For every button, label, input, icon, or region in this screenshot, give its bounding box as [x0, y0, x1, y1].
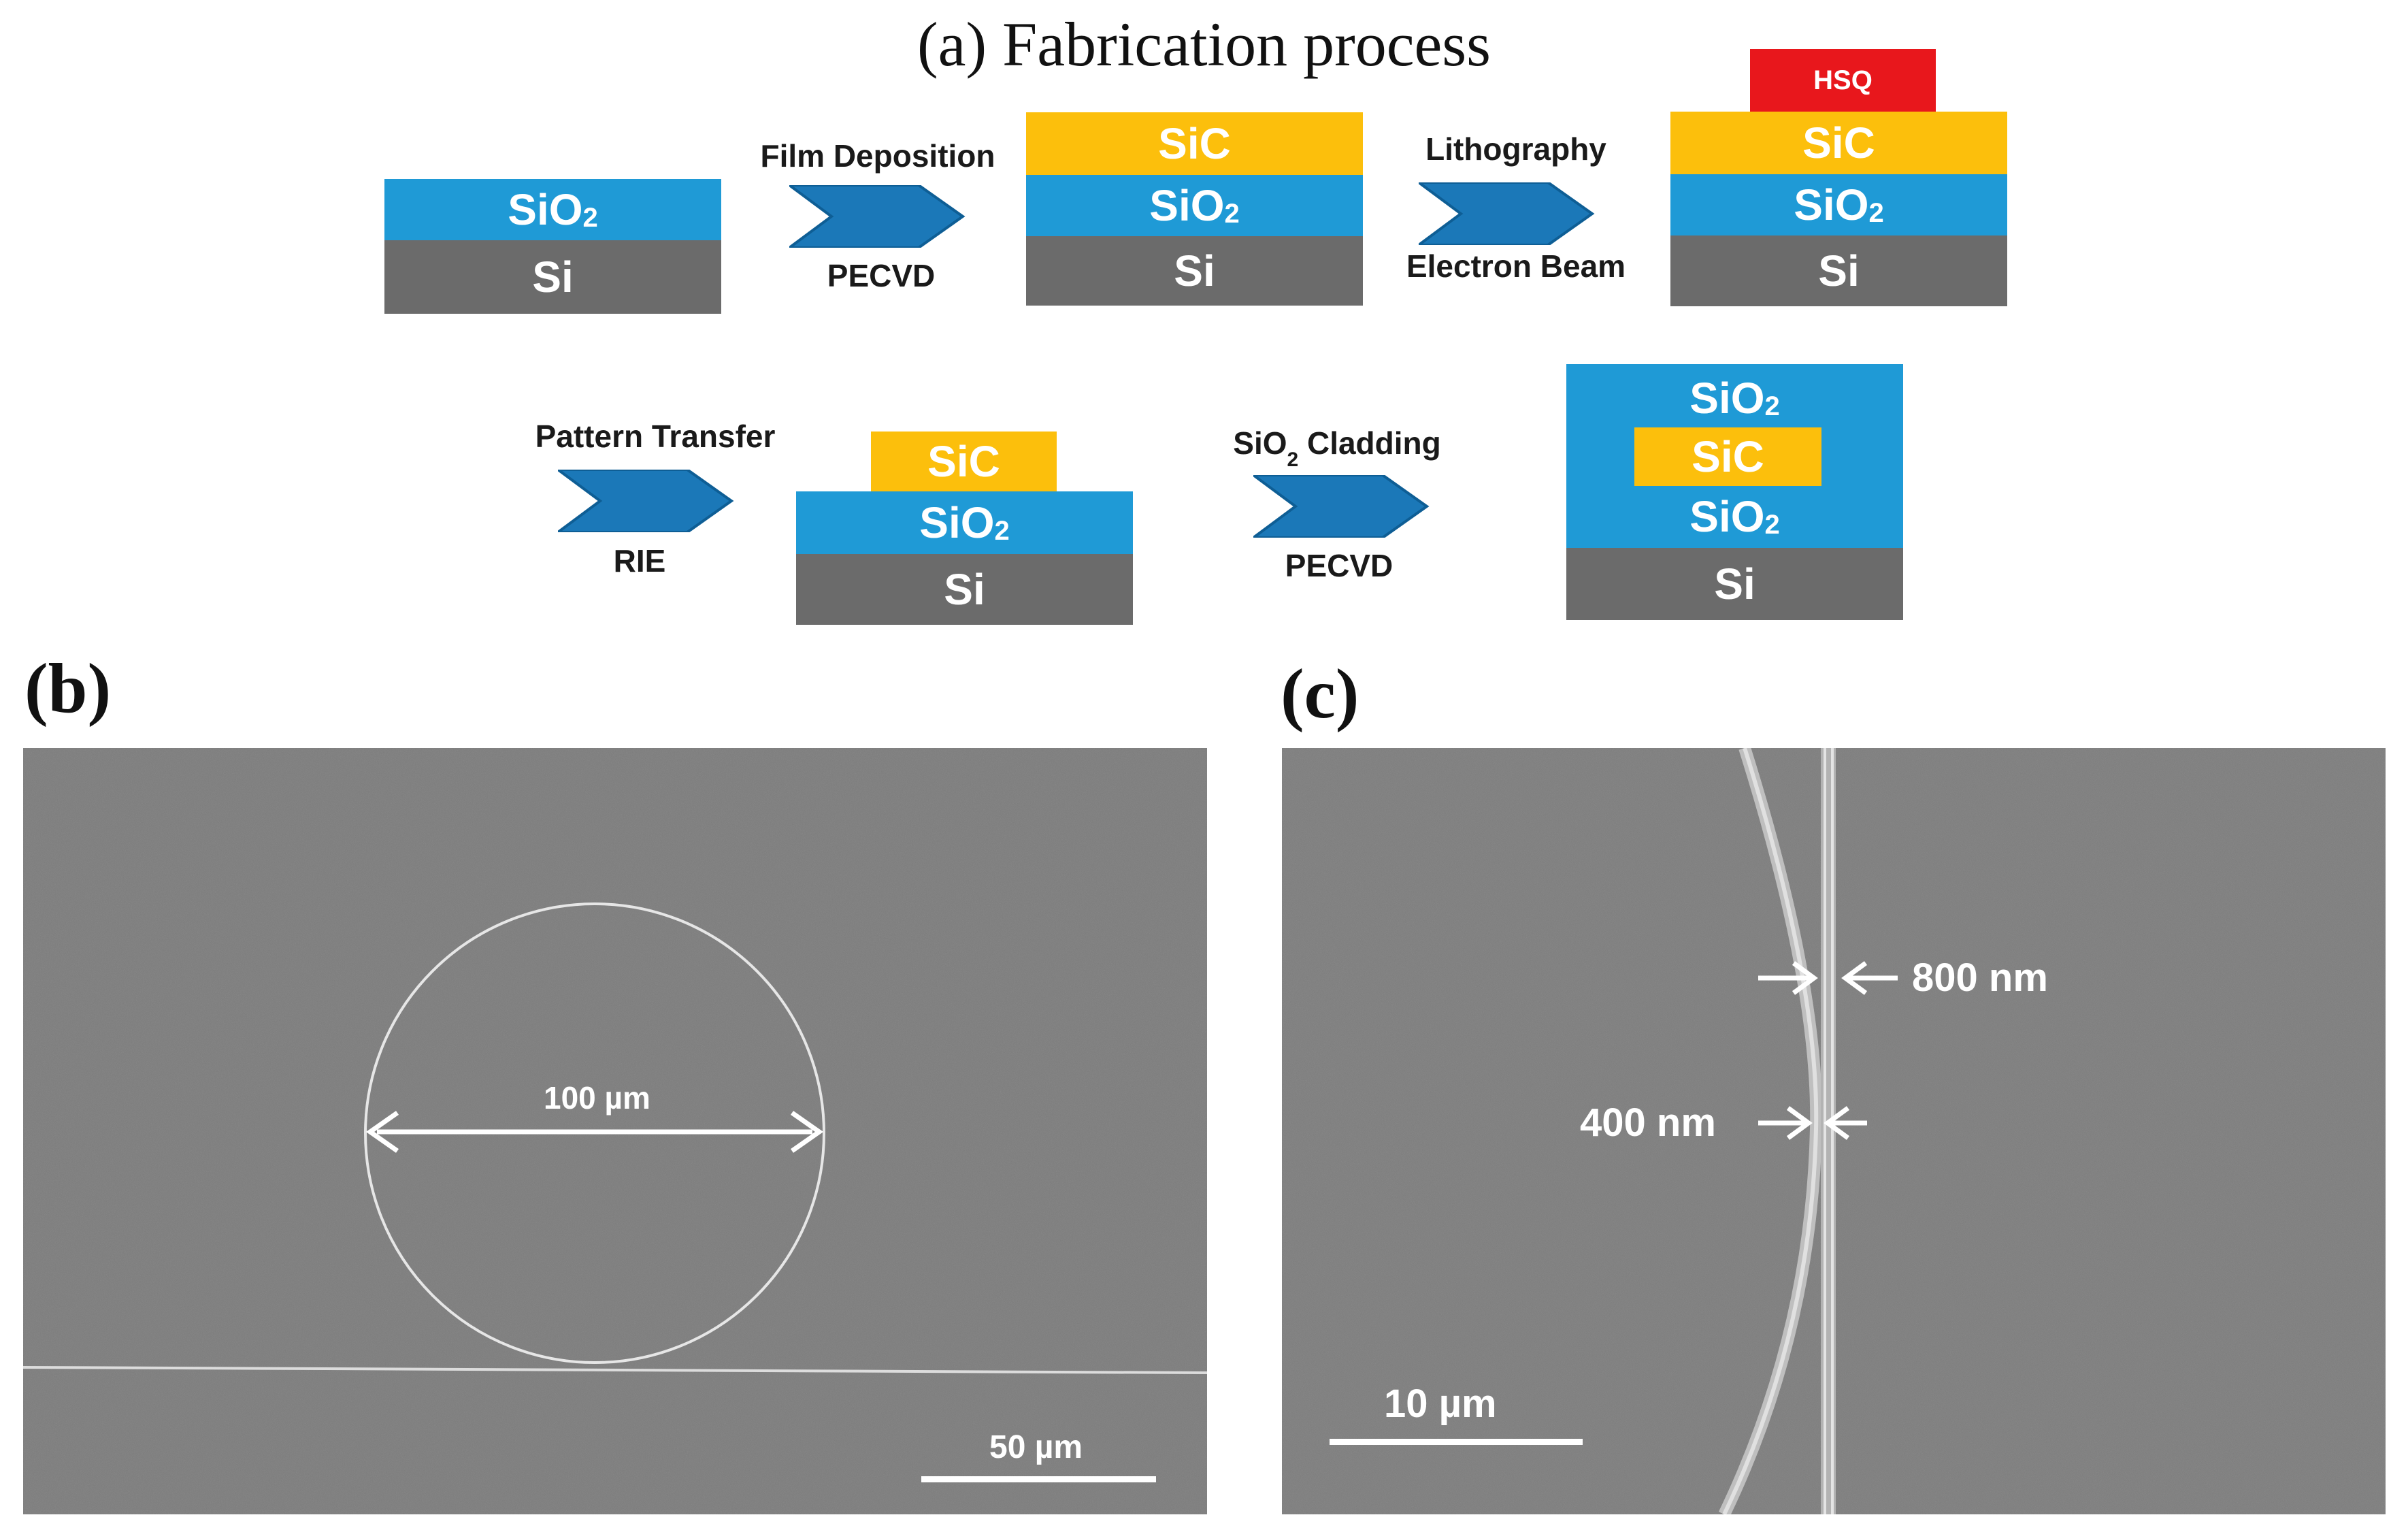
- layer-label: SiO: [1794, 180, 1869, 229]
- layer-si: Si: [796, 554, 1133, 625]
- process-arrow-icon: [789, 185, 966, 248]
- diameter-label: 100 µm: [544, 1080, 650, 1116]
- layer-si: Si: [1670, 235, 2007, 306]
- bus-waveguide-edge: [1824, 748, 1826, 1514]
- layer-label: SiC: [1802, 118, 1875, 167]
- layer-label: SiC: [927, 437, 1000, 486]
- layer-label: SiO: [1689, 492, 1765, 541]
- layer-label: Si: [1818, 246, 1860, 295]
- step-label-part: Cladding: [1298, 425, 1441, 461]
- layer-label: HSQ: [1813, 65, 1873, 95]
- bus-waveguide: [23, 1366, 1207, 1374]
- step-label-part: SiO: [1233, 425, 1287, 461]
- process-arrow-icon: [1419, 182, 1595, 245]
- layer-sic: SiC: [1026, 112, 1363, 175]
- gap-label: 800 nm: [1912, 956, 2048, 1000]
- panel-b-letter: (b): [24, 649, 112, 728]
- layer-label: Si: [1174, 246, 1215, 295]
- layer-label: Si: [944, 565, 985, 614]
- layer-sic: SiC: [1670, 112, 2007, 174]
- layer-si: Si: [1566, 548, 1903, 620]
- layer-subscript: 2: [1868, 197, 1884, 228]
- layer-subscript: 2: [1764, 509, 1780, 540]
- gap-arrows-icon: [1758, 961, 1898, 995]
- step-label-lithography: Lithography: [1425, 131, 1606, 167]
- layer-label: Si: [532, 253, 574, 302]
- layer-hsq: HSQ: [1750, 49, 1936, 112]
- layer-label: SiC: [1692, 432, 1764, 481]
- layer-label: SiC: [1158, 119, 1231, 168]
- diameter-arrow-icon: [365, 1111, 824, 1153]
- width-arrows-icon: [1758, 1106, 1867, 1140]
- process-arrow-icon: [1253, 475, 1430, 538]
- sem-image-ring-resonator: 100 µm 50 µm: [23, 748, 1207, 1514]
- step-label-electron-beam: Electron Beam: [1406, 248, 1626, 284]
- ring-waveguide: [364, 902, 825, 1364]
- scale-bar-label: 50 µm: [989, 1429, 1083, 1465]
- bus-waveguide-edge: [1831, 748, 1834, 1514]
- layer-subscript: 2: [582, 202, 598, 233]
- layer-si: Si: [1026, 236, 1363, 306]
- step-label-subscript: 2: [1287, 449, 1299, 472]
- layer-subscript: 2: [1224, 198, 1240, 229]
- layer-subscript: 2: [994, 515, 1010, 546]
- step-label-pecvd: PECVD: [1285, 548, 1393, 583]
- step-label-sio2-cladding: SiO2 Cladding: [1233, 425, 1441, 471]
- layer-label: SiO: [1149, 181, 1225, 230]
- layer-label: SiO: [508, 185, 583, 234]
- scale-bar: [1330, 1439, 1583, 1445]
- width-label: 400 nm: [1580, 1101, 1716, 1145]
- panel-c-letter: (c): [1281, 655, 1359, 733]
- ring-waveguide-highlight: [1722, 748, 1819, 1514]
- layer-label: SiO: [919, 498, 995, 547]
- layer-si: Si: [384, 240, 721, 314]
- step-label-pecvd: PECVD: [827, 258, 936, 293]
- layer-label: SiO: [1689, 374, 1765, 423]
- layer-subscript: 2: [1764, 391, 1780, 421]
- step-label-rie: RIE: [613, 543, 666, 579]
- step-label-pattern-transfer: Pattern Transfer: [535, 419, 776, 454]
- sem-image-coupling-region: 800 nm 400 nm 10 µm: [1282, 748, 2386, 1514]
- coupling-region-graphic: [1282, 748, 2386, 1514]
- scale-bar: [921, 1476, 1156, 1482]
- ring-resonator-graphic: [23, 748, 1207, 1514]
- process-arrow-icon: [558, 470, 734, 532]
- step-label-film-deposition: Film Deposition: [760, 138, 995, 174]
- layer-sic: SiC: [1634, 427, 1821, 486]
- panel-a-title: (a) Fabrication process: [917, 10, 1491, 79]
- layer-label: Si: [1714, 559, 1755, 608]
- layer-sic: SiC: [871, 432, 1057, 491]
- scale-bar-label: 10 µm: [1384, 1382, 1497, 1426]
